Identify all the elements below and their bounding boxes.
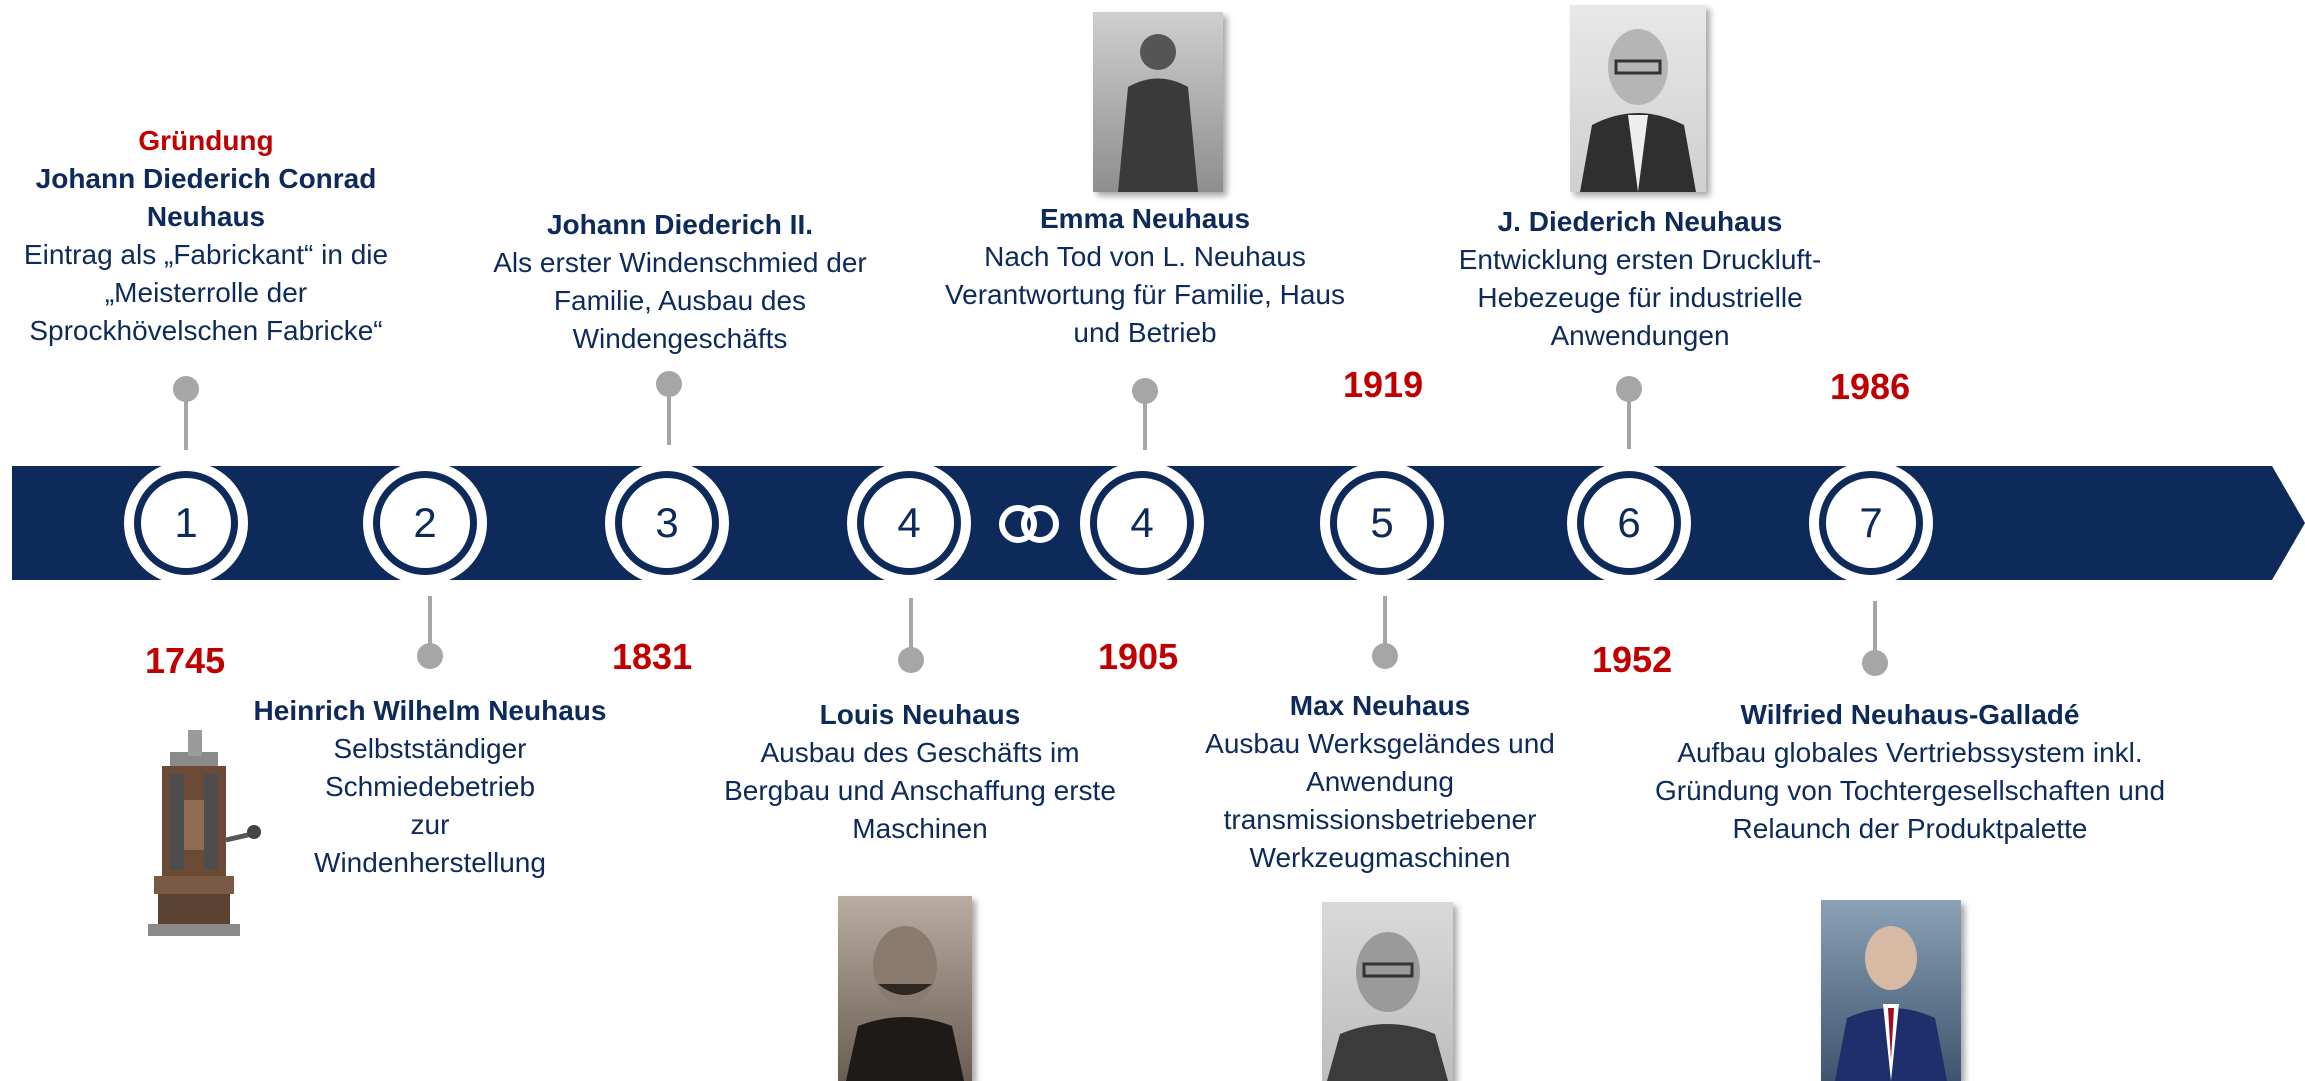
milestone-1-name: Johann Diederich Conrad Neuhaus (35, 163, 377, 232)
connector-dot-4b (1132, 378, 1158, 404)
milestone-4b-text: Emma Neuhaus Nach Tod von L. Neuhaus Ver… (940, 200, 1350, 352)
milestone-circle-2: 2 (363, 461, 487, 585)
year-1905: 1905 (1098, 636, 1179, 677)
louis-neuhaus-photo (838, 896, 972, 1081)
milestone-5-desc: Ausbau Werksgeländes und Anwendung trans… (1205, 728, 1555, 873)
connector-1 (184, 388, 188, 450)
milestone-7-desc: Aufbau globales Vertriebssystem inkl. Gr… (1654, 737, 2166, 844)
connector-2 (428, 596, 432, 656)
connector-6 (1627, 389, 1631, 449)
milestone-3-text: Johann Diederich II. Als erster Windensc… (480, 206, 880, 358)
wilfried-neuhaus-gallade-photo (1821, 900, 1961, 1081)
winch-photo (148, 730, 261, 936)
connector-dot-4a (898, 647, 924, 673)
milestone-5-text: Max Neuhaus Ausbau Werksgeländes und Anw… (1190, 687, 1570, 877)
milestone-circle-3: 3 (605, 461, 729, 585)
j-diederich-neuhaus-photo (1570, 5, 1706, 192)
connector-dot-2 (417, 643, 443, 669)
year-1986: 1986 (1830, 366, 1911, 407)
milestone-6-text: J. Diederich Neuhaus Entwicklung ersten … (1440, 203, 1840, 355)
max-neuhaus-photo (1322, 902, 1453, 1081)
milestone-2-name: Heinrich Wilhelm Neuhaus (253, 695, 607, 726)
milestone-4a-text: Louis Neuhaus Ausbau des Geschäfts im Be… (710, 696, 1130, 848)
milestone-3-name: Johann Diederich II. (546, 209, 814, 240)
connector-7 (1873, 601, 1877, 661)
milestone-circle-7: 7 (1809, 461, 1933, 585)
year-1952: 1952 (1592, 639, 1673, 680)
milestone-5-name: Max Neuhaus (1289, 690, 1471, 721)
connector-4b (1143, 390, 1147, 450)
milestone-7-text: Wilfried Neuhaus-Galladé Aufbau globales… (1630, 696, 2190, 848)
milestone-4b-desc: Nach Tod von L. Neuhaus Verantwortung fü… (945, 241, 1345, 348)
wedding-rings-icon (999, 505, 1059, 543)
year-1745: 1745 (145, 640, 226, 681)
milestone-4a-name: Louis Neuhaus (819, 699, 1021, 730)
milestone-4a-desc: Ausbau des Geschäfts im Bergbau und Ansc… (724, 737, 1116, 844)
year-1831: 1831 (612, 636, 693, 677)
milestone-circle-4b: 4 (1080, 461, 1204, 585)
milestone-4b-name: Emma Neuhaus (1039, 203, 1251, 234)
milestone-6-desc: Entwicklung ersten Druckluft-Hebezeuge f… (1458, 244, 1822, 351)
milestone-1-label: Gründung (138, 125, 274, 156)
milestone-3-desc: Als erster Windenschmied der Familie, Au… (493, 247, 867, 354)
connector-4a (909, 598, 913, 660)
milestone-6-name: J. Diederich Neuhaus (1497, 206, 1783, 237)
milestone-2-desc: Selbstständiger Schmiedebetrieb zur Wind… (314, 733, 546, 878)
connector-dot-3 (656, 371, 682, 397)
connector-3 (667, 383, 671, 445)
milestone-circle-1: 1 (124, 461, 248, 585)
milestone-2-text: Heinrich Wilhelm Neuhaus Selbstständiger… (250, 692, 610, 882)
milestone-circle-6: 6 (1567, 461, 1691, 585)
connector-dot-6 (1616, 376, 1642, 402)
connector-dot-1 (173, 376, 199, 402)
milestone-circle-5: 5 (1320, 461, 1444, 585)
connector-5 (1383, 596, 1387, 656)
milestone-circle-4a: 4 (847, 461, 971, 585)
milestone-1-desc: Eintrag als „Fabrickant“ in die „Meister… (23, 239, 389, 346)
milestone-7-name: Wilfried Neuhaus-Galladé (1740, 699, 2080, 730)
year-1919: 1919 (1343, 364, 1424, 405)
connector-dot-5 (1372, 643, 1398, 669)
milestone-1-text: Gründung Johann Diederich Conrad Neuhaus… (0, 122, 412, 350)
emma-neuhaus-photo (1093, 12, 1223, 192)
connector-dot-7 (1862, 650, 1888, 676)
